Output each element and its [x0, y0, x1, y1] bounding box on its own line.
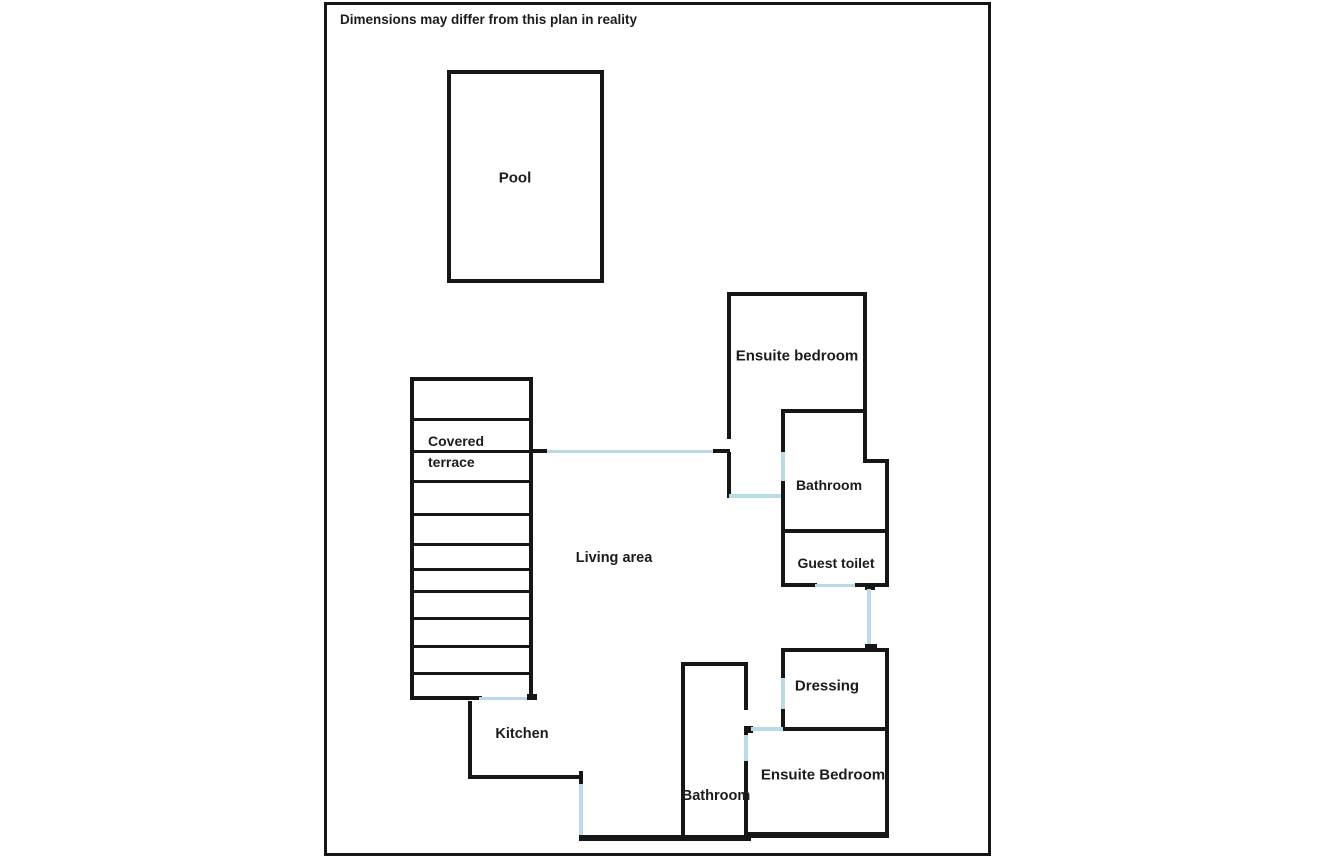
bedroom2-top-opening [751, 727, 783, 731]
terrace-slat-line [410, 418, 533, 421]
terrace-living-window [547, 450, 715, 453]
dressing-wall-left-upper [781, 648, 785, 680]
bathroom1-wall-left-upper [781, 409, 785, 455]
bedroom1-wall-right [863, 292, 867, 463]
kitchen-window-vertical [579, 784, 583, 836]
terrace-corner-tick [527, 694, 537, 700]
terrace-wall-right [529, 377, 533, 696]
terrace-slat-line [410, 480, 533, 483]
room-label-dressing: Dressing [794, 677, 860, 695]
bathroom1-wall-right [885, 461, 889, 587]
dressing-wall-right [885, 648, 889, 731]
kitchen-wall-left [468, 701, 472, 779]
bedroom2-wall-right [885, 727, 889, 837]
hall-opening-vertical [867, 589, 871, 647]
room-label-kitchen: Kitchen [495, 725, 549, 742]
bedroom2-top-tick [744, 726, 753, 733]
guest-toilet-wall-bottom-left [781, 583, 817, 587]
plan-border [324, 2, 991, 856]
bathroom2-wall-left [681, 662, 685, 840]
connector-tick-bottom [865, 644, 877, 649]
dressing-wall-left-lower [781, 709, 785, 731]
room-label-ensuite-bedroom-top: Ensuite bedroom [735, 347, 859, 365]
room-label-ensuite-bedroom-bottom: Ensuite Bedroom [760, 766, 886, 784]
terrace-slat-line [410, 568, 533, 571]
terrace-slat-line [410, 617, 533, 620]
bedroom1-wall-left-lower [727, 452, 731, 498]
window-frame-tick [531, 449, 547, 453]
room-label-bathroom-bottom: Bathroom [681, 787, 751, 804]
bathroom1-step-wall [863, 459, 889, 463]
bathroom1-wall-left-lower [781, 481, 785, 587]
room-label-guest-toilet: Guest toilet [797, 555, 875, 571]
terrace-slat-line [410, 513, 533, 516]
terrace-kitchen-opening [479, 697, 533, 700]
kitchen-wall-bottom [468, 775, 583, 779]
bedroom2-wall-left-upper [744, 727, 748, 737]
room-label-pool: Pool [498, 169, 532, 187]
terrace-wall-bottom [410, 696, 482, 700]
bathroom1-wall-top [781, 409, 867, 413]
dressing-wall-top [781, 648, 889, 652]
disclaimer-text: Dimensions may differ from this plan in … [340, 12, 638, 27]
terrace-slat-line [410, 590, 533, 593]
guest-toilet-door-opening [815, 584, 857, 587]
room-label-covered-terrace-1: Covered [428, 433, 485, 449]
bedroom1-wall-top [727, 292, 867, 296]
terrace-slat-line [410, 672, 533, 675]
room-label-bathroom-top: Bathroom [795, 477, 863, 493]
connector-tick-top [865, 585, 875, 590]
bedroom2-door-opening [744, 735, 748, 763]
exterior-wall-bottom [579, 835, 751, 841]
bathroom2-wall-top [681, 662, 748, 666]
window-frame-tick [713, 449, 730, 453]
room-label-covered-terrace-2: terrace [428, 454, 475, 470]
terrace-slat-line [410, 450, 533, 453]
bedroom2-wall-bottom [744, 832, 889, 838]
bedroom2-wall-left-lower [744, 761, 748, 838]
pool-outline [447, 70, 604, 283]
bedroom1-door-opening [729, 494, 783, 498]
terrace-wall-left [410, 377, 414, 700]
terrace-slat-line [410, 543, 533, 546]
bedroom1-wall-left-upper [727, 292, 731, 439]
room-label-living-area: Living area [575, 549, 653, 566]
bathroom2-wall-right [744, 662, 748, 710]
terrace-wall-top [410, 377, 533, 381]
terrace-slat-line [410, 645, 533, 648]
bathroom1-door-opening [781, 452, 785, 483]
kitchen-corner-tick [579, 771, 583, 784]
bathroom1-wall-bottom [781, 529, 889, 533]
dressing-wall-bottom [781, 727, 889, 731]
dressing-door-opening [781, 678, 785, 711]
